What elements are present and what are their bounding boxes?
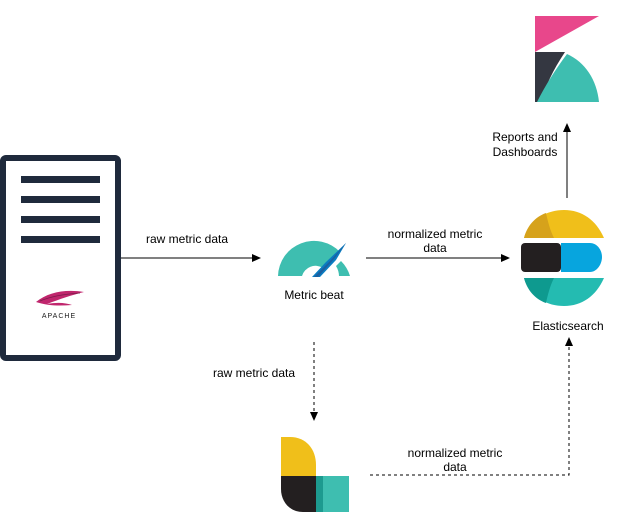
apache-logo-text: APACHE <box>42 313 76 320</box>
edge-label-normalized-metric-2-line1: normalized metric <box>408 446 503 460</box>
elasticsearch-label: Elasticsearch <box>532 319 603 333</box>
apache-feather-icon <box>36 290 84 306</box>
edge-logstash-to-elasticsearch: normalized metric data <box>370 337 573 476</box>
edge-label-raw-metric-data-2: raw metric data <box>213 366 295 380</box>
logstash-logo-icon <box>281 437 349 512</box>
kibana-logo-icon <box>535 16 599 102</box>
metricbeat-label: Metric beat <box>284 288 344 302</box>
edge-label-reports-line2: Dashboards <box>493 145 558 159</box>
elasticsearch-node: Elasticsearch <box>521 210 604 333</box>
apache-server-node: APACHE <box>0 155 121 361</box>
edge-label-reports-line1: Reports and <box>492 130 557 144</box>
edge-label-raw-metric-data: raw metric data <box>146 232 228 246</box>
server-frame <box>0 155 121 361</box>
apache-logo: APACHE <box>36 290 84 320</box>
edge-metricbeat-to-elasticsearch: normalized metric data <box>366 227 510 262</box>
edge-metricbeat-to-logstash: raw metric data <box>213 342 318 421</box>
edge-server-to-metricbeat: raw metric data <box>121 232 261 262</box>
edge-label-normalized-metric-line1: normalized metric <box>388 227 483 241</box>
edge-elasticsearch-to-kibana: Reports and Dashboards <box>492 123 571 198</box>
elasticsearch-logo-icon <box>521 210 604 306</box>
server-rack-lines-icon <box>21 176 100 243</box>
kibana-node <box>535 16 599 102</box>
edge-label-normalized-metric-2-line2: data <box>443 460 467 474</box>
logstash-node <box>281 437 349 512</box>
metricbeat-gauge-icon <box>278 240 350 277</box>
metricbeat-needle-icon <box>312 243 346 277</box>
metricbeat-node: Metric beat <box>278 240 350 302</box>
edge-label-normalized-metric-line2: data <box>423 241 447 255</box>
